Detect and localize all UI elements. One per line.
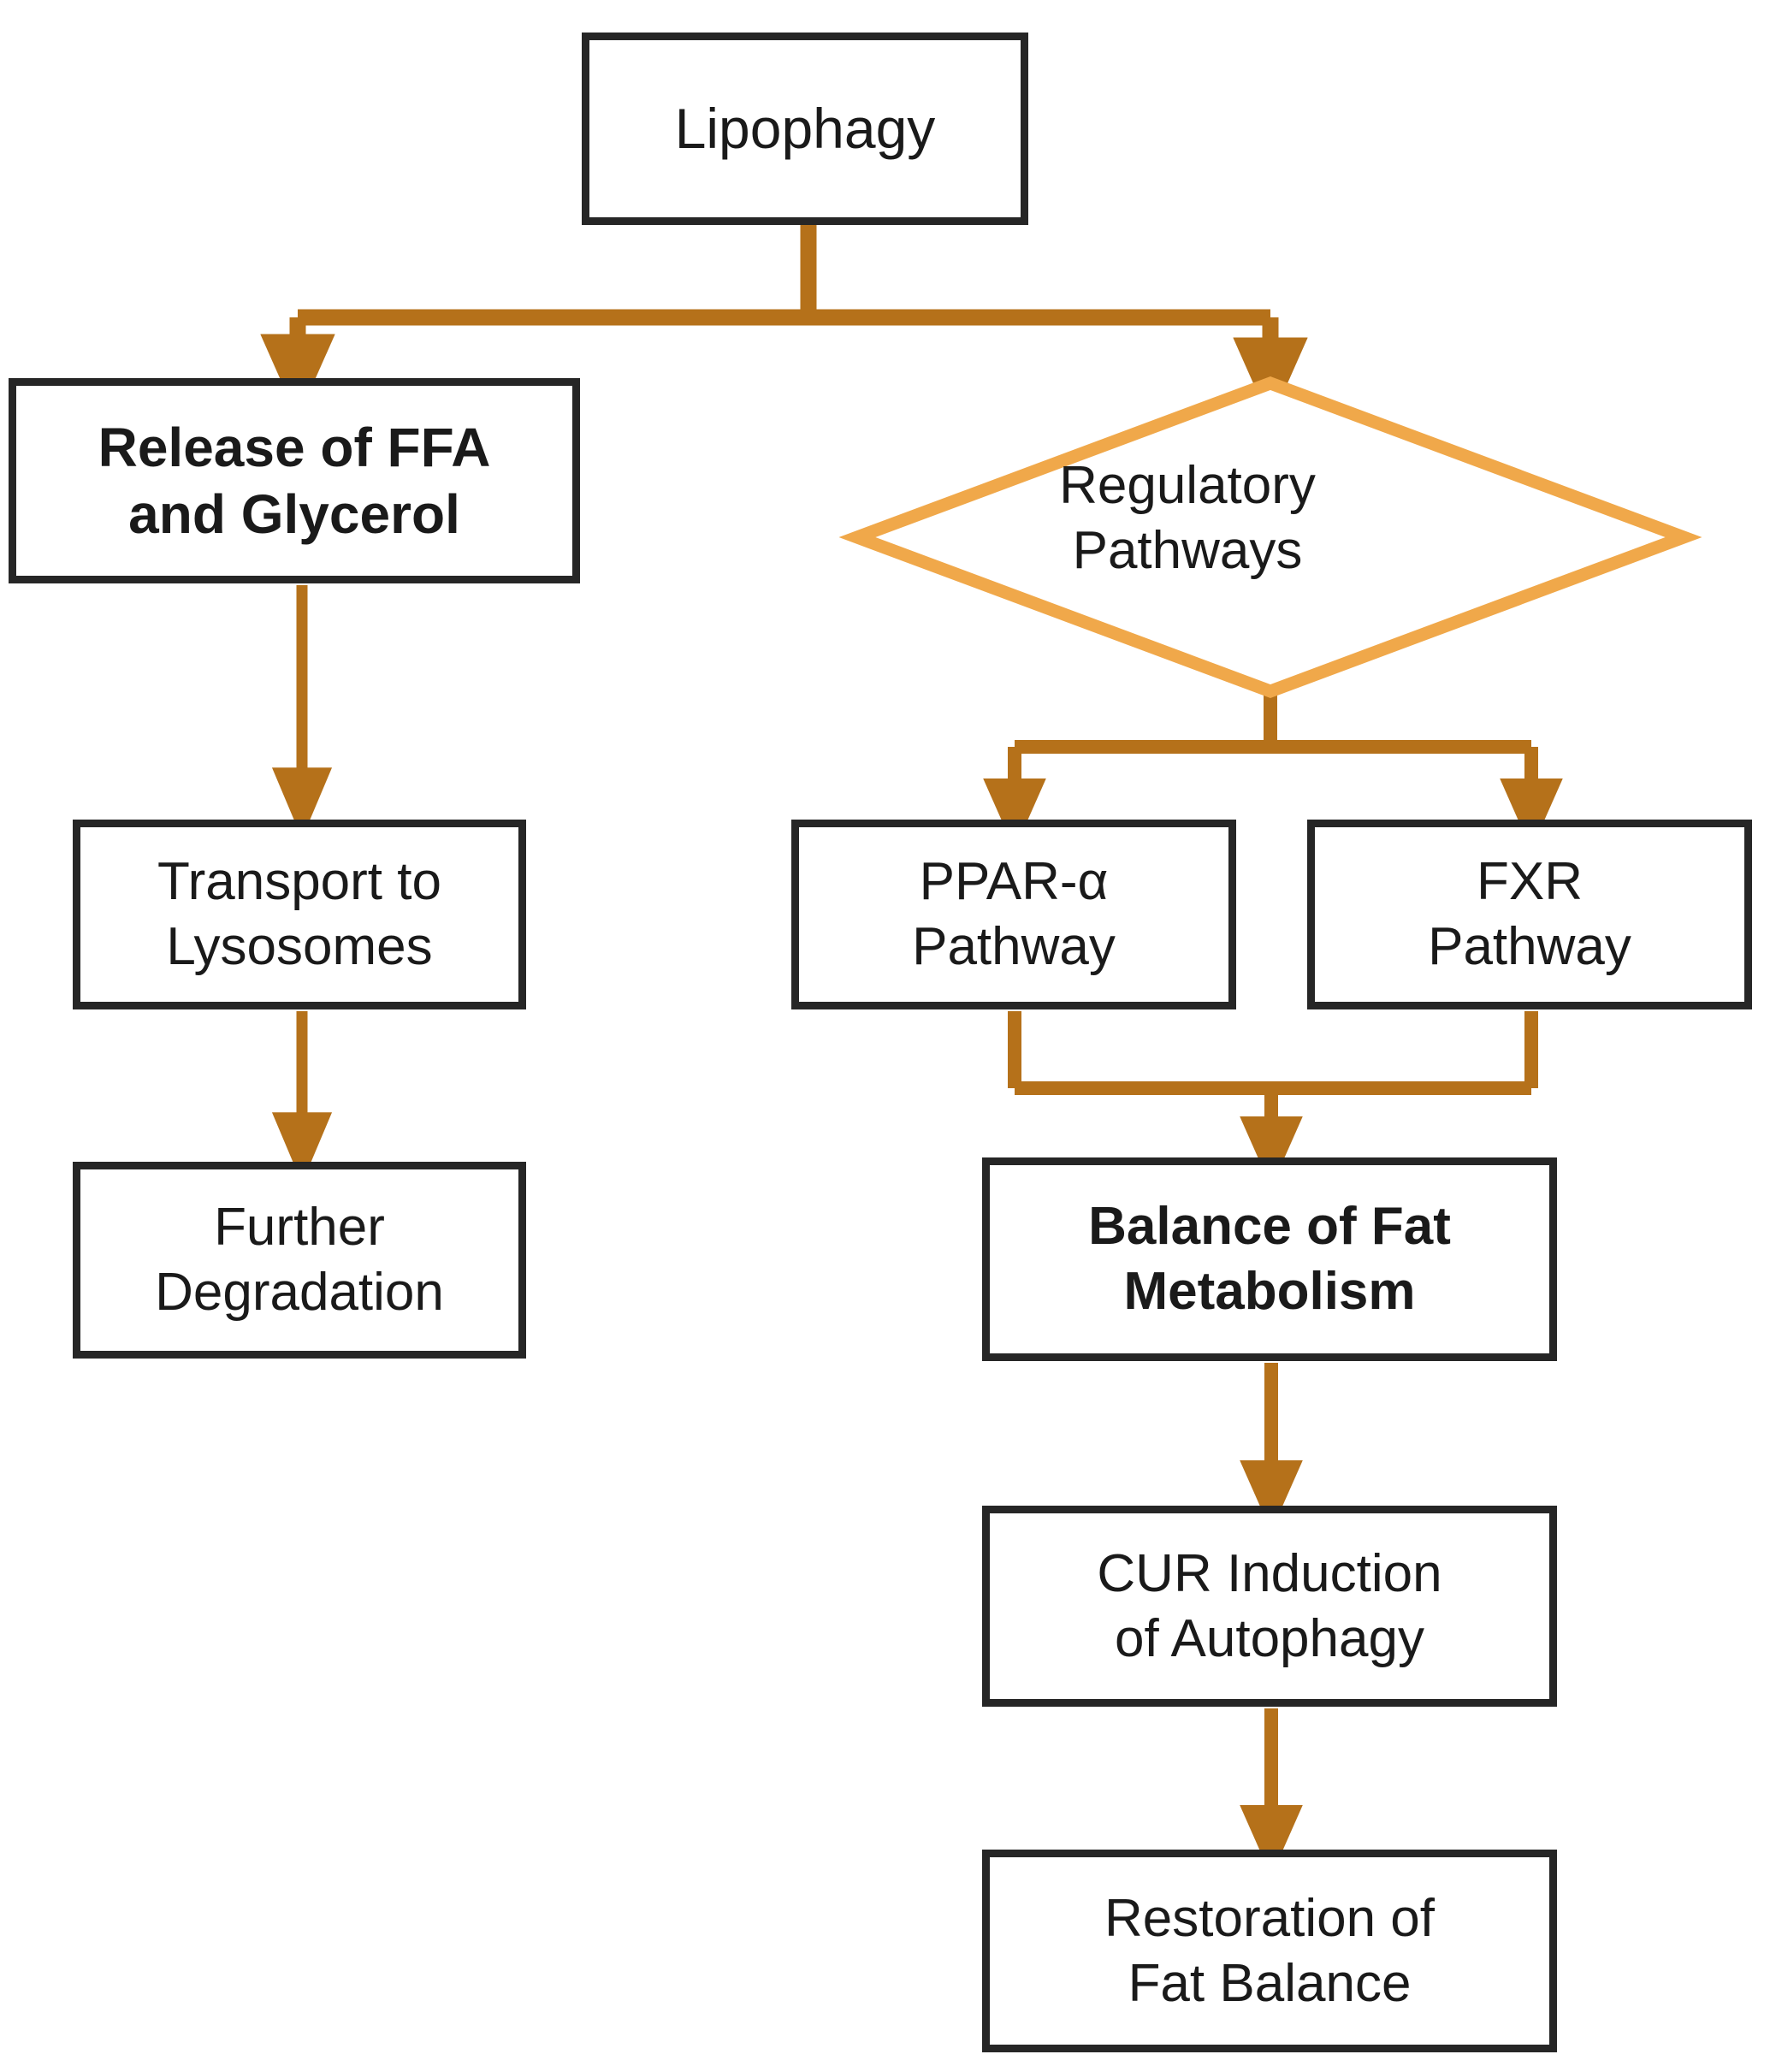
node-further-degradation[interactable]: Further Degradation — [73, 1162, 526, 1359]
node-release-ffa-label: Release of FFA and Glycerol — [98, 416, 491, 545]
node-restoration-label: Restoration of Fat Balance — [1104, 1888, 1435, 2013]
node-cur-induction-of-autophagy[interactable]: CUR Induction of Autophagy — [982, 1506, 1557, 1707]
node-lipophagy-label: Lipophagy — [674, 97, 936, 161]
node-restoration-of-fat-balance[interactable]: Restoration of Fat Balance — [982, 1850, 1557, 2052]
node-lipophagy[interactable]: Lipophagy — [582, 33, 1028, 225]
node-transport-to-lysosomes[interactable]: Transport to Lysosomes — [73, 820, 526, 1009]
node-regulatory-pathways-label: Regulatory Pathways — [1059, 456, 1316, 580]
node-fxr-pathway[interactable]: FXR Pathway — [1307, 820, 1752, 1009]
node-ppar-alpha-label: PPAR-α Pathway — [912, 852, 1116, 976]
node-balance-of-fat-metabolism[interactable]: Balance of Fat Metabolism — [982, 1157, 1557, 1361]
node-transport-label: Transport to Lysosomes — [157, 852, 441, 976]
node-ppar-alpha-pathway[interactable]: PPAR-α Pathway — [791, 820, 1236, 1009]
node-release-ffa[interactable]: Release of FFA and Glycerol — [9, 378, 580, 583]
node-cur-label: CUR Induction of Autophagy — [1097, 1543, 1442, 1668]
node-further-degradation-label: Further Degradation — [155, 1198, 444, 1322]
node-fxr-label: FXR Pathway — [1428, 852, 1631, 976]
node-balance-label: Balance of Fat Metabolism — [1088, 1197, 1451, 1321]
